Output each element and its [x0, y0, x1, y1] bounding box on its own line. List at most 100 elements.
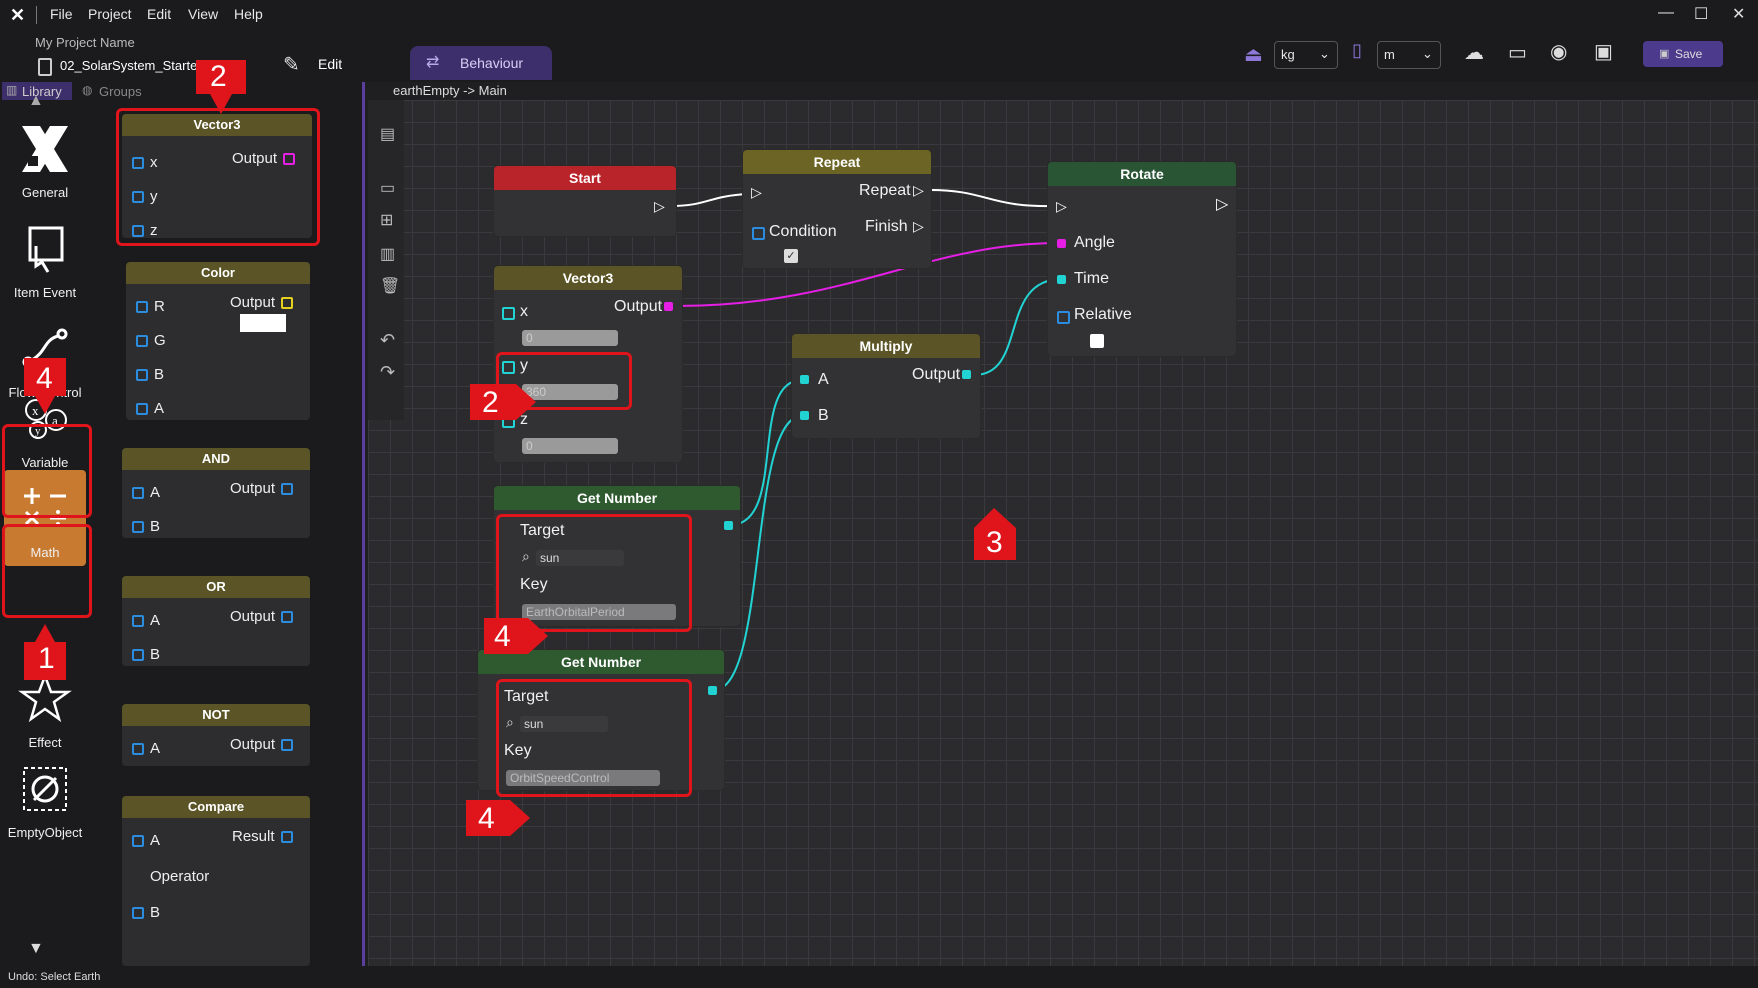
node-get-number-1[interactable]: Get Number Target ⌕ sun Key EarthOrbital…	[494, 486, 740, 626]
lib-node-vector3[interactable]: Vector3 x y z Output	[122, 114, 312, 239]
tab-library[interactable]: ▥ Library	[2, 82, 72, 100]
exec-in-icon[interactable]: ▷	[1056, 198, 1067, 214]
lib-port-b: B	[132, 646, 160, 663]
key-select[interactable]: EarthOrbitalPeriod	[522, 604, 676, 620]
output-pin-icon[interactable]	[724, 521, 733, 530]
exec-out-icon[interactable]: ▷	[913, 182, 924, 198]
length-unit-select[interactable]: m ⌄	[1377, 41, 1441, 69]
chevron-down-icon: ⌄	[1319, 46, 1330, 61]
save-label: Save	[1675, 47, 1703, 61]
mass-unit-select[interactable]: kg ⌄	[1274, 41, 1338, 69]
color-swatch[interactable]	[240, 314, 286, 332]
input-pin-icon	[132, 615, 144, 628]
lib-node-title: OR	[122, 576, 310, 598]
notes-icon[interactable]: ▭	[380, 180, 396, 197]
relative-pin-icon[interactable]	[1057, 311, 1070, 324]
output-pin-icon[interactable]	[664, 302, 673, 311]
lib-port-y: y	[132, 188, 158, 205]
a-pin-icon[interactable]	[800, 375, 809, 384]
lib-node-compare[interactable]: Compare A Operator B Result	[122, 796, 310, 966]
callout-4: 4	[478, 802, 495, 835]
time-pin-icon[interactable]	[1057, 275, 1066, 284]
x-value-field[interactable]: 0	[522, 330, 618, 346]
frame-icon[interactable]: ▤	[380, 126, 396, 143]
close-icon[interactable]: ✕	[1732, 6, 1746, 23]
target-input[interactable]: sun	[536, 550, 624, 566]
maximize-icon[interactable]: ☐	[1694, 6, 1709, 23]
rail-label-variable: Variable	[21, 455, 69, 470]
edit-icon[interactable]: ✎	[283, 54, 300, 76]
z-pin-icon[interactable]	[502, 415, 515, 428]
b-pin-icon[interactable]	[800, 411, 809, 420]
lib-port-x: x	[132, 154, 158, 171]
output-pin-icon[interactable]	[708, 686, 717, 695]
node-vector3[interactable]: Vector3 Output x 0 y 360 z 0	[494, 266, 682, 462]
target-input[interactable]: sun	[520, 716, 608, 732]
lib-port-a: A	[132, 484, 160, 501]
publish-icon[interactable]: ▣	[1594, 41, 1613, 63]
scroll-down-icon[interactable]: ▼	[28, 940, 44, 957]
rail-effect[interactable]: Effect	[0, 660, 90, 756]
node-multiply-title: Multiply	[792, 334, 980, 358]
condition-checkbox[interactable]: ✓	[784, 249, 798, 263]
exec-out-icon[interactable]: ▷	[1216, 196, 1229, 213]
panel-divider[interactable]	[362, 82, 365, 966]
angle-pin-icon[interactable]	[1057, 239, 1066, 248]
save-button[interactable]: ▣ Save	[1643, 41, 1723, 67]
node-start-title: Start	[494, 166, 676, 190]
input-pin-icon	[136, 335, 148, 348]
highlight-box	[2, 524, 92, 618]
node-start[interactable]: Start ▷	[494, 166, 676, 236]
lib-node-color[interactable]: Color R G B A Output	[126, 262, 310, 420]
condition-pin-icon[interactable]	[752, 227, 765, 240]
input-pin-icon	[132, 835, 144, 848]
callout-2: 2	[210, 60, 227, 93]
edit-label[interactable]: Edit	[318, 56, 343, 72]
scroll-up-icon[interactable]: ▲	[28, 92, 44, 109]
lib-node-not[interactable]: NOT A Output	[122, 704, 310, 766]
z-value-field[interactable]: 0	[522, 438, 618, 454]
empty-object-icon	[23, 767, 67, 811]
output-pin-icon[interactable]	[962, 370, 971, 379]
redo-icon[interactable]: ↷	[380, 362, 396, 382]
app-logo-icon[interactable]: ✕	[10, 5, 26, 25]
exec-in-icon[interactable]: ▷	[751, 184, 762, 200]
graph-canvas[interactable]: earthEmpty -> Main ▤ ▭ ⊞ ▥ 🗑 ↶ ↷ Start ▷…	[368, 83, 1758, 966]
x-pin-icon[interactable]	[502, 307, 515, 320]
exec-out-icon[interactable]: ▷	[654, 198, 665, 214]
node-multiply[interactable]: Multiply A B Output	[792, 334, 980, 438]
minimize-icon[interactable]: —	[1658, 4, 1674, 21]
lib-node-and[interactable]: AND A B Output	[122, 448, 310, 538]
y-pin-icon[interactable]	[502, 361, 515, 374]
rail-item-event[interactable]: Item Event	[0, 210, 90, 306]
project-file-name[interactable]: 02_SolarSystem_Starte	[60, 58, 198, 73]
rail-empty-object[interactable]: EmptyObject	[0, 750, 90, 846]
node-repeat[interactable]: Repeat ▷ Repeat ▷ Finish ▷ Condition ✓	[743, 150, 931, 268]
repeat-out-label: Repeat	[859, 182, 911, 199]
relative-checkbox[interactable]	[1090, 334, 1104, 348]
menu-edit[interactable]: Edit	[147, 6, 172, 22]
paste-icon[interactable]: ▥	[380, 246, 396, 263]
menu-help[interactable]: Help	[234, 6, 263, 22]
play-icon[interactable]: ◉	[1550, 41, 1568, 63]
rail-math[interactable]: Math	[4, 470, 86, 566]
angle-label: Angle	[1074, 234, 1115, 251]
menu-project[interactable]: Project	[88, 6, 132, 22]
tab-groups-label[interactable]: Groups	[99, 84, 142, 99]
node-get-number-2[interactable]: Get Number Target ⌕ sun Key OrbitSpeedCo…	[478, 650, 724, 790]
menu-view[interactable]: View	[188, 6, 219, 22]
node-rotate[interactable]: Rotate ▷ ▷ Angle Time Relative	[1048, 162, 1236, 356]
exec-out-icon[interactable]: ▷	[913, 218, 924, 234]
rail-general[interactable]: General	[0, 110, 90, 206]
tab-behaviour[interactable]: ⇄ Behaviour	[410, 46, 552, 80]
delete-icon[interactable]: 🗑	[380, 278, 401, 295]
y-label: y	[520, 357, 528, 374]
undo-icon[interactable]: ↶	[380, 330, 396, 350]
lib-node-or[interactable]: OR A B Output	[122, 576, 310, 666]
output-pin-icon	[281, 611, 294, 624]
add-node-icon[interactable]: ⊞	[380, 212, 394, 229]
menu-file[interactable]: File	[50, 6, 73, 22]
key-select[interactable]: OrbitSpeedControl	[506, 770, 660, 786]
device-icon[interactable]: ▭	[1508, 42, 1527, 64]
cloud-icon[interactable]: ☁	[1464, 42, 1484, 64]
